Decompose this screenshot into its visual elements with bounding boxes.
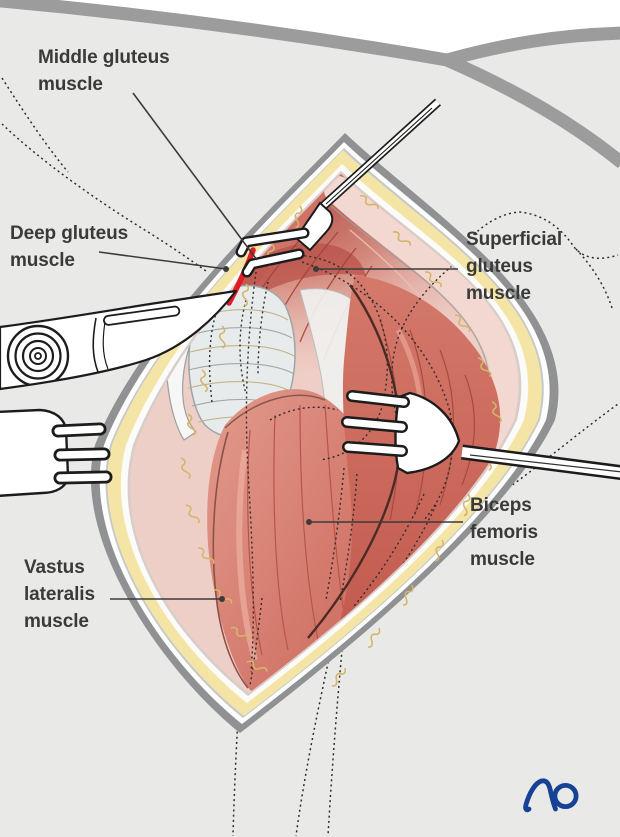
hook-retractor-top (235, 98, 442, 278)
label-deep-gluteus: Deep gluteus muscle (10, 223, 129, 271)
leader-deep-gluteus (98, 251, 227, 270)
fork-retractor-left (0, 408, 113, 497)
leader-middle-gluteus (132, 92, 258, 261)
dotted-landmark-lines (1, 77, 619, 837)
leader-lines (98, 92, 463, 602)
label-biceps-femoris: Biceps femoris muscle (470, 495, 538, 570)
label-vastus-lateralis: Vastus lateralis muscle (24, 557, 95, 632)
fork-retractor-right (341, 390, 620, 481)
ao-logo (523, 778, 579, 813)
label-superficial-gluteus: Superficial gluteus muscle (466, 229, 563, 304)
label-middle-gluteus: Middle gluteus muscle (38, 47, 170, 95)
scalpel (0, 289, 238, 391)
skin-contour (0, 0, 620, 169)
